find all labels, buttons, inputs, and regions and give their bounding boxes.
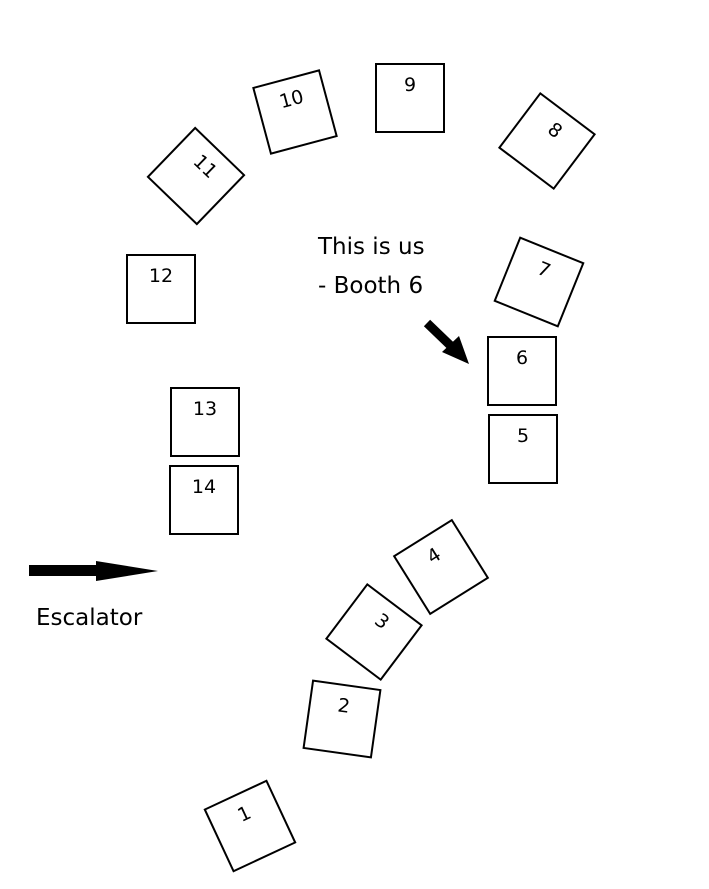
booth-box (375, 63, 445, 133)
booth-box (302, 679, 382, 759)
booth-3: 3 (324, 582, 424, 682)
booth-box (170, 387, 240, 457)
escalator-label: Escalator (36, 605, 143, 631)
booth-6: 6 (487, 336, 557, 406)
booth-box (126, 254, 196, 324)
booth-number: 14 (192, 476, 216, 498)
booth-1: 1 (203, 779, 297, 873)
booth-box (487, 336, 557, 406)
callout-line-2: - Booth 6 (318, 273, 423, 299)
booth-box (392, 518, 490, 616)
booth-box (146, 126, 246, 226)
booth-11: 11 (146, 126, 246, 226)
booth-number: 9 (404, 74, 416, 96)
booth-4: 4 (392, 518, 490, 616)
escalator-arrow-icon (29, 561, 158, 581)
booth-box (203, 779, 297, 873)
booth-number: 12 (149, 265, 173, 287)
booth-13: 13 (170, 387, 240, 457)
booth-14: 14 (169, 465, 239, 535)
booth-box (169, 465, 239, 535)
booth-box (497, 91, 597, 191)
booth-box (252, 69, 338, 155)
booth-2: 2 (302, 679, 382, 759)
booth-8: 8 (497, 91, 597, 191)
booth-12: 12 (126, 254, 196, 324)
booth-7: 7 (493, 236, 585, 328)
booth-number: 5 (517, 425, 529, 447)
callout-arrow-icon (423, 319, 469, 364)
booth-box (324, 582, 424, 682)
booth-box (493, 236, 585, 328)
booth-number: 13 (193, 398, 217, 420)
booth-10: 10 (252, 69, 338, 155)
booth-box (488, 414, 558, 484)
booth-number: 6 (516, 347, 528, 369)
booth-5: 5 (488, 414, 558, 484)
callout-line-1: This is us (317, 234, 425, 260)
booth-number: 2 (336, 694, 351, 717)
booth-9: 9 (375, 63, 445, 133)
